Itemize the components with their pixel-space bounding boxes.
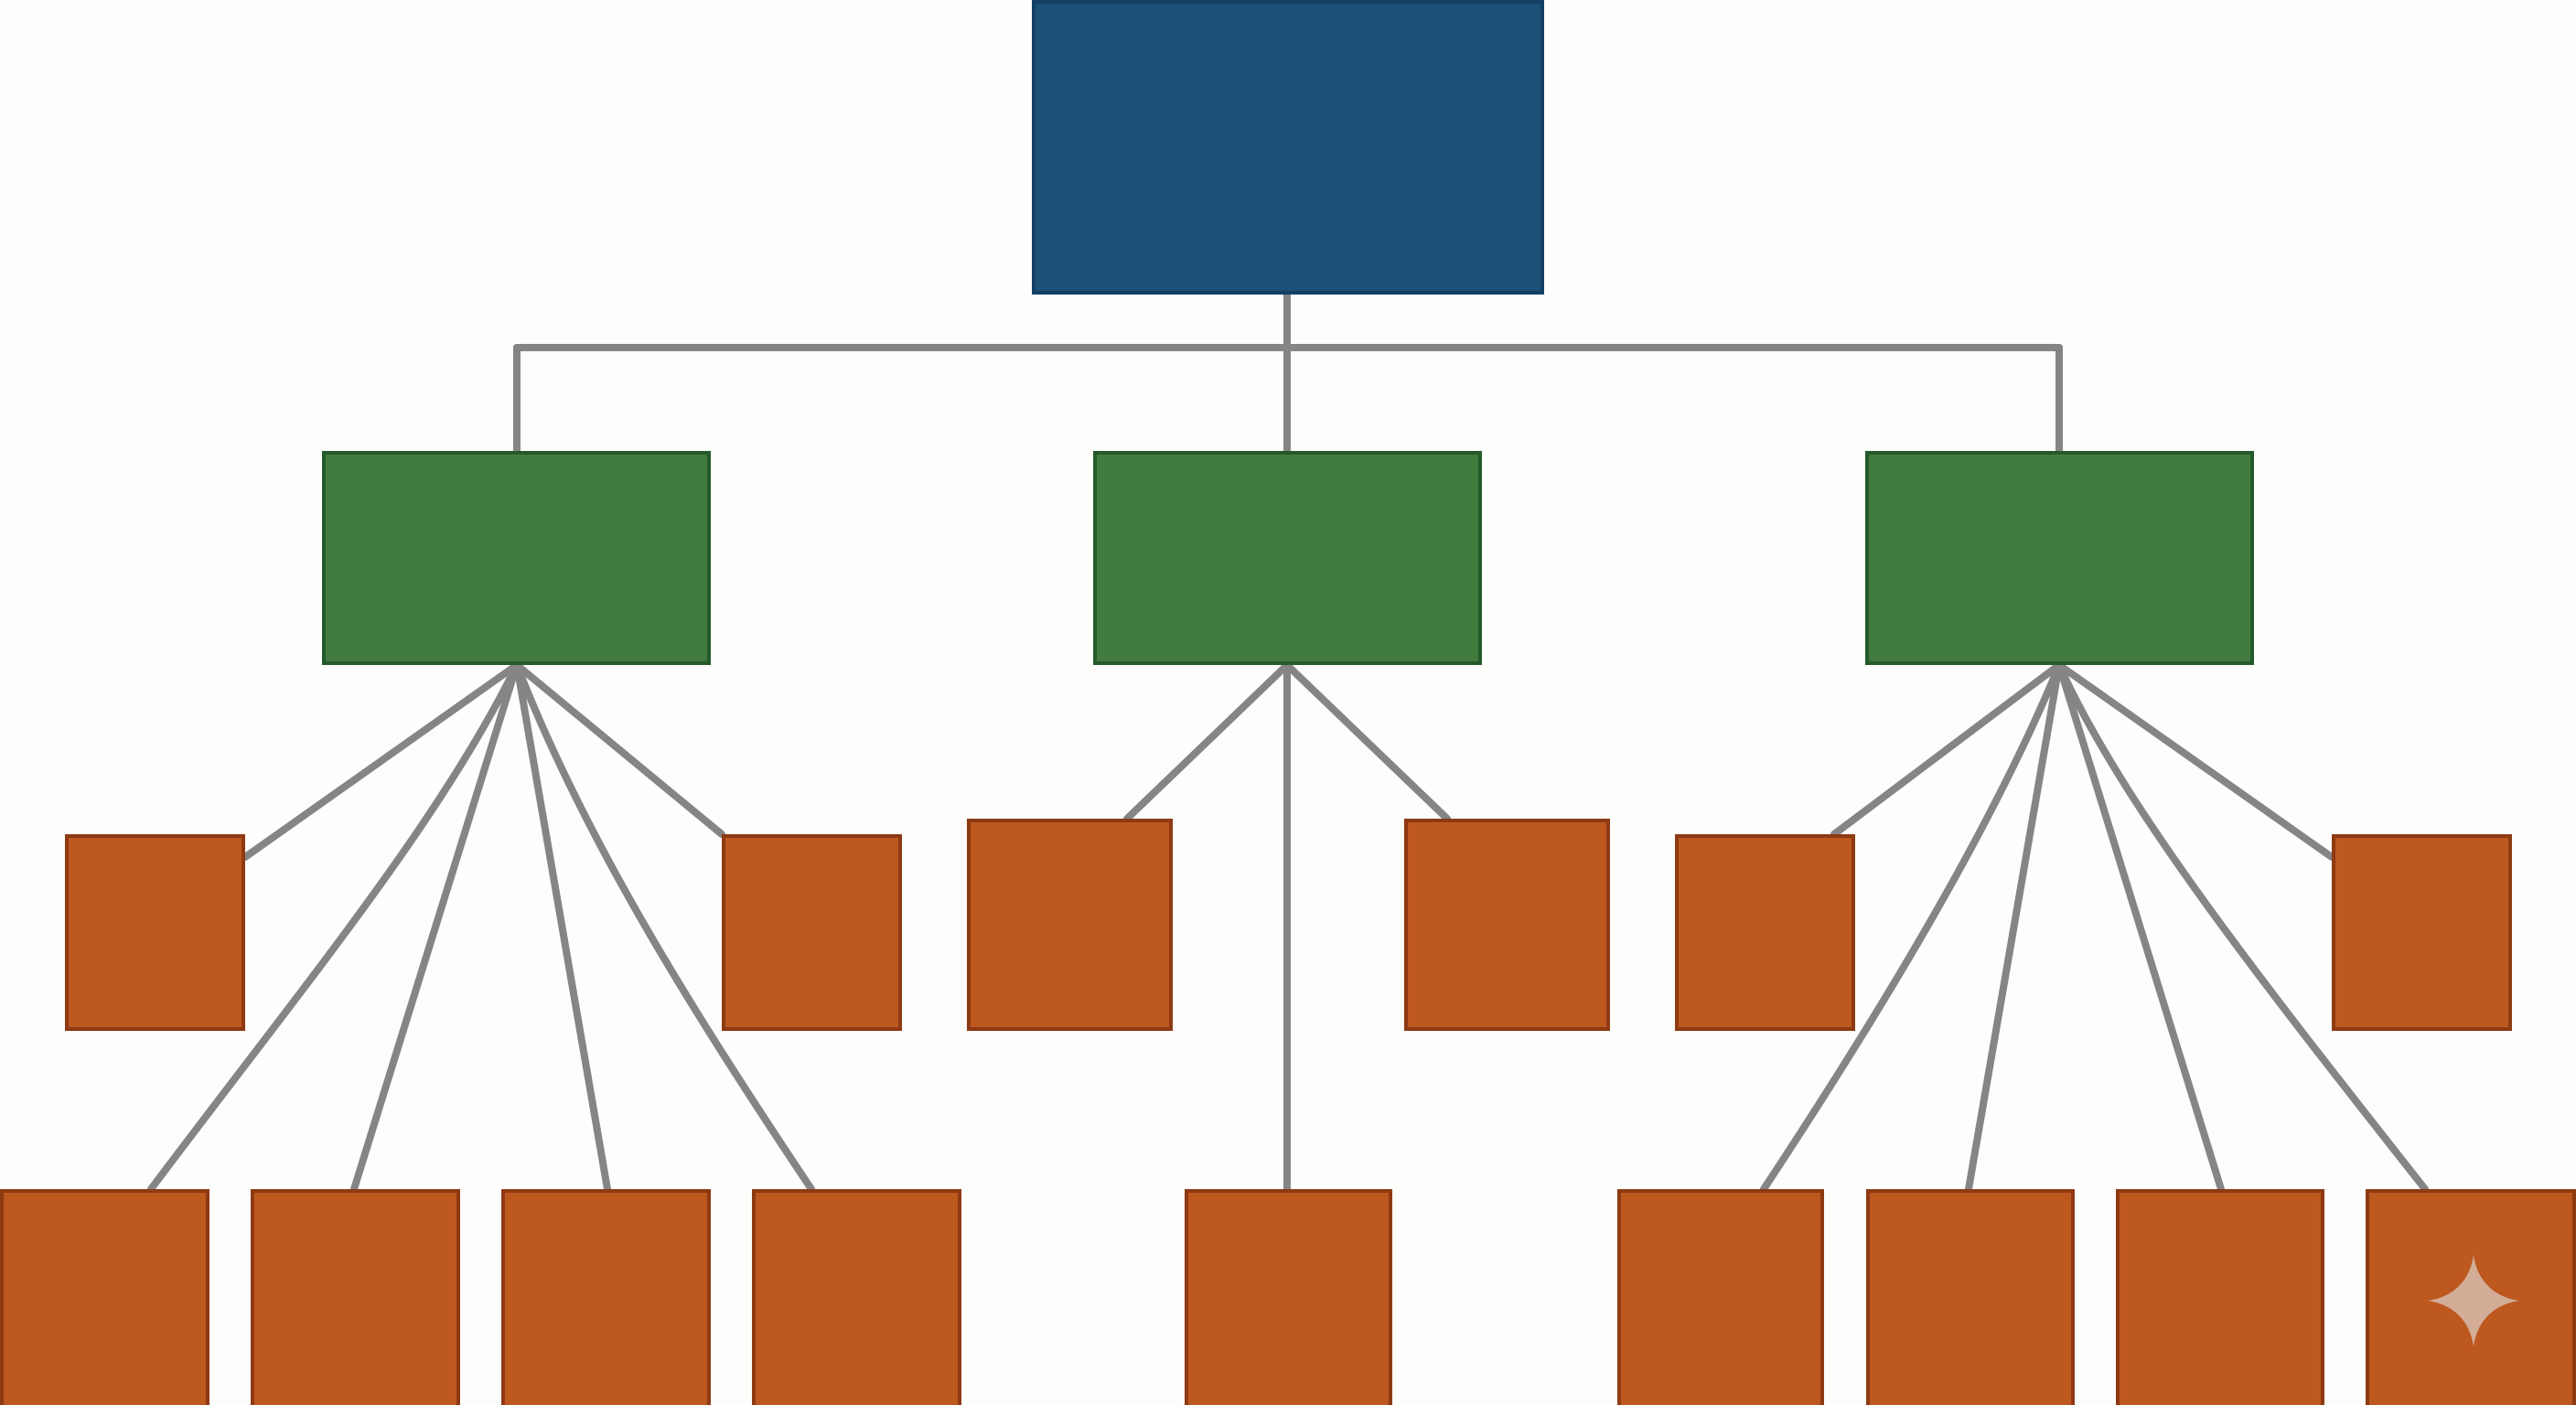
connector-line	[2055, 661, 2335, 861]
leaf-node	[251, 1189, 460, 1405]
branch-node-right	[1865, 451, 2254, 665]
connector-line	[513, 661, 611, 1193]
leaf-node	[722, 834, 902, 1031]
root-node	[1032, 0, 1544, 295]
connector-line	[2055, 661, 2429, 1193]
leaf-node	[752, 1189, 961, 1405]
leaf-node	[2332, 834, 2512, 1031]
leaf-node	[1675, 834, 1855, 1031]
connector-line	[2055, 661, 2225, 1193]
leaf-node	[967, 819, 1173, 1031]
connector-line	[513, 661, 815, 1193]
connector-line	[242, 661, 521, 861]
leaf-node	[2366, 1189, 2576, 1405]
branch-node-left	[322, 451, 711, 665]
connector-line	[350, 661, 521, 1193]
connector-line	[1123, 661, 1291, 822]
sparkle-icon	[2428, 1255, 2519, 1346]
connector-line	[1965, 661, 2063, 1193]
connector-line	[1760, 661, 2063, 1193]
branch-node-center	[1093, 451, 1482, 665]
connector-line	[1830, 661, 2063, 838]
connector-line	[513, 661, 725, 838]
leaf-node	[65, 834, 245, 1031]
leaf-node	[0, 1189, 209, 1405]
leaf-node	[1404, 819, 1610, 1031]
leaf-node	[1866, 1189, 2075, 1405]
leaf-node	[501, 1189, 711, 1405]
connector-line	[147, 661, 521, 1193]
leaf-node	[2116, 1189, 2324, 1405]
connector-line	[1283, 661, 1451, 822]
leaf-node	[1185, 1189, 1392, 1405]
leaf-node	[1617, 1189, 1824, 1405]
